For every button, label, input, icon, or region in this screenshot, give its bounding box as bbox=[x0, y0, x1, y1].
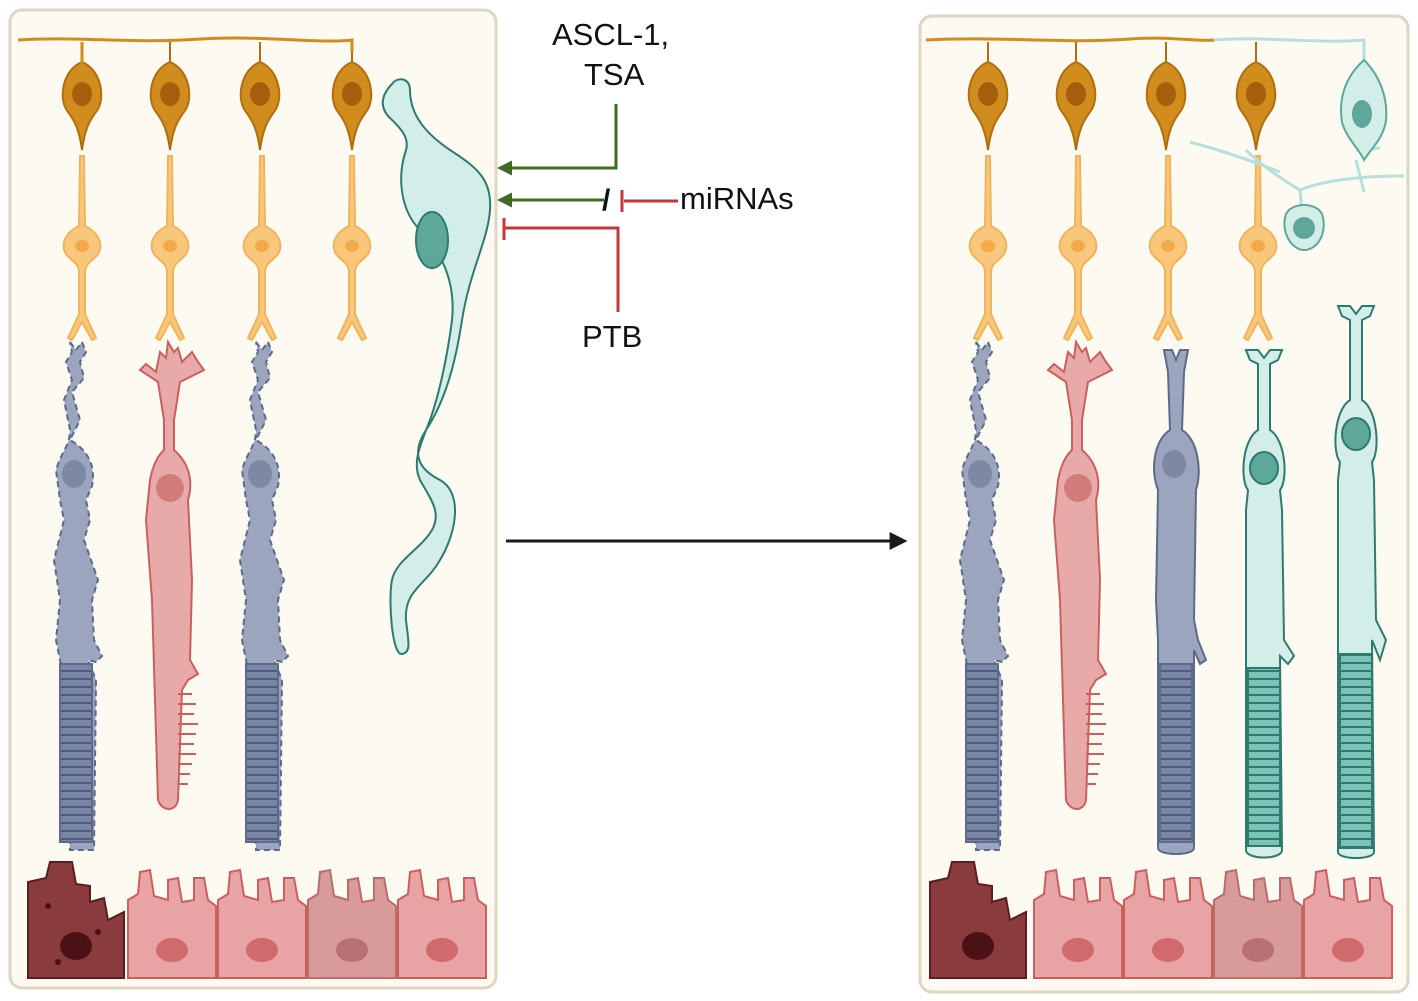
rod-cell-degenerating bbox=[958, 339, 1010, 851]
right-photoreceptors bbox=[958, 305, 1388, 859]
ganglion-cell bbox=[239, 42, 281, 151]
rpe-cell bbox=[127, 868, 217, 979]
ptb-inhibitor-line bbox=[504, 226, 620, 312]
right-bipolar-cells bbox=[968, 155, 1278, 342]
bipolar-cell bbox=[62, 155, 102, 342]
right-new-axon bbox=[1213, 37, 1366, 60]
ganglion-cell bbox=[61, 42, 103, 151]
bipolar-cell bbox=[1238, 155, 1278, 342]
bipolar-cell bbox=[332, 155, 372, 342]
ascl-label-line1: ASCL-1, bbox=[552, 17, 670, 52]
left-rpe-layer bbox=[27, 861, 487, 979]
right-axon-layer bbox=[925, 36, 1215, 43]
rod-cell-healthy bbox=[1153, 349, 1208, 855]
rpe-cell bbox=[1213, 868, 1303, 979]
rpe-cell bbox=[1033, 868, 1123, 979]
bipolar-cell bbox=[968, 155, 1008, 342]
bipolar-cell bbox=[1148, 155, 1188, 342]
bipolar-cell bbox=[1058, 155, 1098, 342]
rpe-cell-dead bbox=[27, 861, 125, 979]
left-ganglion-cells bbox=[61, 42, 373, 151]
ganglion-cell bbox=[967, 42, 1009, 151]
left-bipolar-cells bbox=[62, 155, 372, 342]
new-rod-cell bbox=[1334, 305, 1388, 859]
rpe-cell bbox=[1303, 868, 1393, 979]
right-ganglion-cells bbox=[967, 42, 1277, 151]
rod-cell-degenerating bbox=[238, 339, 290, 851]
mirnas-label: miRNAs bbox=[680, 181, 794, 216]
bipolar-cell bbox=[150, 155, 190, 342]
block-mark: / bbox=[602, 184, 611, 217]
rpe-cell bbox=[307, 868, 397, 979]
right-rpe-layer bbox=[929, 861, 1393, 979]
rpe-cell bbox=[217, 868, 307, 979]
cone-cell bbox=[138, 339, 206, 810]
ganglion-cell bbox=[331, 52, 373, 151]
bipolar-cell bbox=[242, 155, 282, 342]
rpe-cell bbox=[397, 868, 487, 979]
muller-glia-cell bbox=[381, 78, 492, 655]
rpe-cell-dead bbox=[929, 861, 1027, 979]
ganglion-cell bbox=[1235, 42, 1277, 151]
cone-cell bbox=[1046, 339, 1114, 810]
new-neurons bbox=[1189, 58, 1405, 252]
ascl-activation-arrow bbox=[497, 104, 618, 176]
left-photoreceptors bbox=[52, 339, 290, 851]
ganglion-cell bbox=[1145, 42, 1187, 151]
ganglion-cell bbox=[149, 42, 191, 151]
ptb-label: PTB bbox=[582, 319, 643, 354]
ascl-label-line2: TSA bbox=[584, 57, 645, 92]
ganglion-cell bbox=[1055, 42, 1097, 151]
new-rod-cell bbox=[1242, 349, 1296, 859]
left-axon-layer bbox=[17, 36, 354, 52]
rpe-cell bbox=[1123, 868, 1213, 979]
rod-cell-degenerating bbox=[52, 339, 104, 851]
